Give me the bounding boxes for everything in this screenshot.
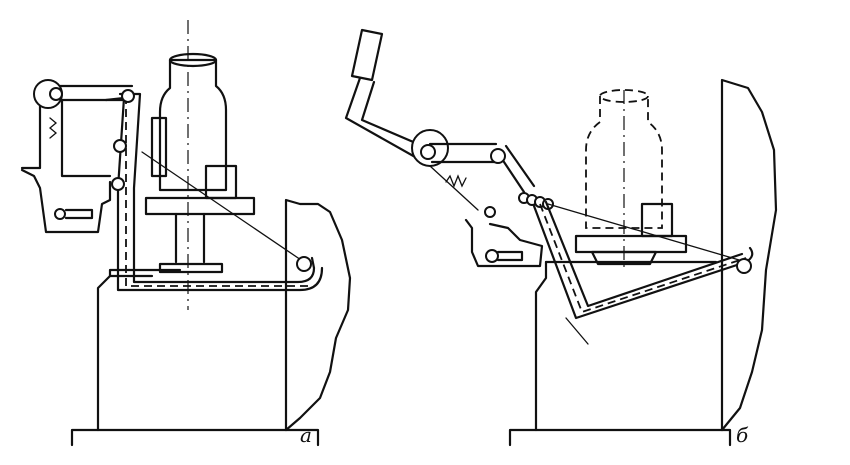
- panel-b: б: [344, 28, 778, 447]
- tie-line-b: [547, 203, 747, 263]
- tie-line-a: [141, 151, 305, 263]
- bottle-mouth-b: [599, 89, 649, 103]
- handle-arm-b: [344, 76, 434, 164]
- connecting-link-b: [428, 142, 498, 164]
- pivot-lever-top-a: [121, 89, 135, 103]
- clamp-body-a: [204, 164, 238, 200]
- machine-frame-b: [534, 78, 778, 432]
- spindle-base-b: [590, 250, 658, 266]
- slot-b: [496, 250, 524, 262]
- l-lever-a: [104, 92, 324, 292]
- bottle-a: [158, 58, 228, 192]
- panel-label-a: а: [300, 423, 312, 447]
- handle-b: [350, 28, 384, 82]
- pivot-upper-a: [49, 87, 63, 101]
- lever-centreline-a: [125, 96, 310, 287]
- panel-a: а: [20, 20, 352, 447]
- pivot-mid-a: [113, 139, 127, 153]
- l-lever-b: [532, 200, 754, 320]
- worktable-a: [108, 268, 182, 278]
- clamp-plate-b: [574, 234, 688, 254]
- clamp-body-b: [640, 202, 674, 238]
- upper-link-a: [52, 84, 134, 102]
- spring-housing-a: [20, 98, 112, 178]
- bottle-mouth-a: [168, 52, 218, 68]
- pivot-end-b: [736, 258, 752, 274]
- lower-bracket-b: [464, 218, 544, 268]
- clamp-plate-a: [144, 196, 256, 216]
- base-plate-b: [508, 428, 732, 447]
- spring-rod-b: [429, 165, 479, 211]
- lever-tail-b: [565, 317, 589, 345]
- spindle-base-a: [158, 262, 224, 274]
- pivot-link-b: [490, 148, 506, 164]
- pin-a: [54, 208, 66, 220]
- machine-frame-a: [96, 198, 352, 432]
- slot-a: [64, 208, 94, 220]
- spindle-column-a: [174, 212, 206, 264]
- pivot-end-a: [296, 256, 312, 272]
- pin-lower-b: [485, 249, 499, 263]
- spring-a: [48, 117, 58, 139]
- panel-label-b: б: [736, 423, 749, 447]
- side-bracket-a: [150, 116, 168, 178]
- cam-bracket-a: [20, 168, 112, 234]
- base-plate-a: [70, 428, 320, 447]
- pivot-lower-a: [111, 177, 125, 191]
- pin-b: [484, 206, 496, 218]
- spring-b: [445, 174, 467, 188]
- pivot-handle-b: [420, 144, 436, 160]
